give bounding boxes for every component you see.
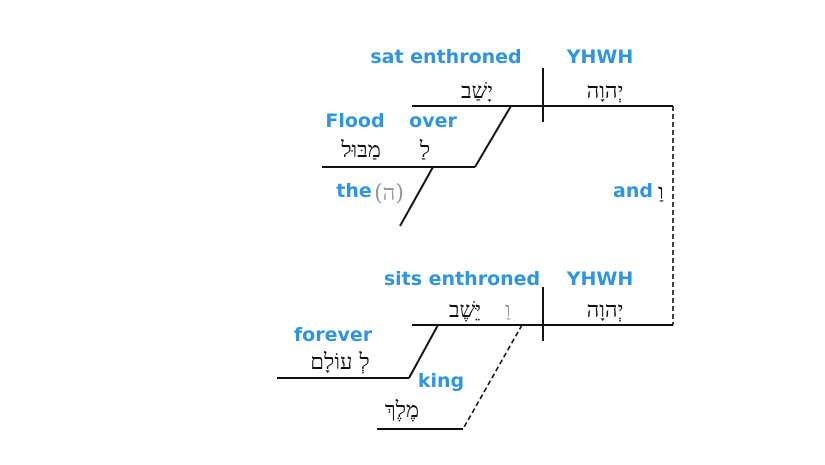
object-hebrew: מַבּוּל	[340, 138, 381, 163]
complement-hebrew: מֶלֶךְ	[385, 398, 419, 423]
verb1-gloss: sat enthroned	[370, 46, 521, 68]
article-diagonal	[399, 166, 434, 227]
conjunction-hebrew: וַ	[658, 180, 664, 205]
prep-hebrew: לַ	[419, 138, 430, 163]
adverb-diagonal	[408, 324, 439, 379]
object-gloss: Flood	[325, 110, 384, 132]
complement-gloss: king	[418, 370, 464, 392]
subject2-hebrew: יְהוָה	[587, 298, 624, 323]
verb2-hebrew: יֵּשֶׁב	[449, 298, 481, 323]
subject2-gloss: YHWH	[566, 268, 634, 290]
prep-gloss: over	[409, 110, 457, 132]
subject1-gloss: YHWH	[566, 46, 634, 68]
verb2-gloss: sits enthroned	[384, 268, 540, 290]
article-gloss: the	[336, 180, 372, 202]
conjunction-gloss: and	[613, 180, 653, 202]
subject1-hebrew: יְהוָה	[587, 79, 624, 104]
article-hebrew-implied: (ה)	[374, 181, 404, 206]
adverb-gloss: forever	[294, 324, 373, 346]
verb1-hebrew: יָשַׁב	[461, 79, 493, 104]
prep-diagonal	[474, 105, 512, 168]
verb2-prefix-hebrew: וַ	[505, 298, 511, 323]
adverb-hebrew: לְ עוֹלָם	[310, 350, 369, 375]
complement-dashed-diagonal	[462, 324, 523, 430]
